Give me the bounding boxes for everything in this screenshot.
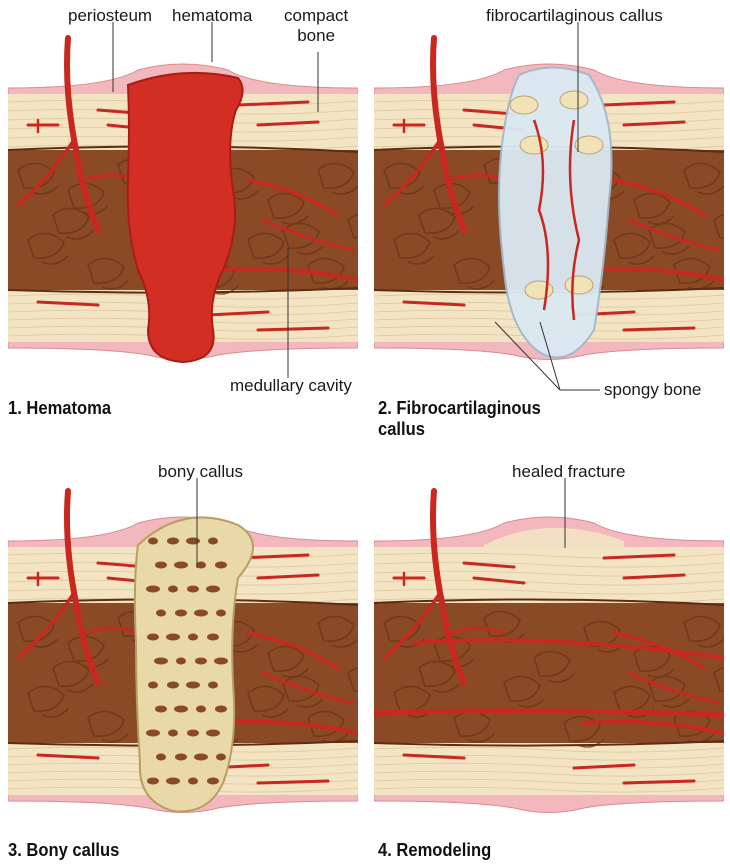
hematoma-label: hematoma bbox=[172, 6, 252, 26]
bony-callus-label: bony callus bbox=[158, 462, 243, 482]
bony-callus-stage-panel bbox=[8, 483, 358, 818]
remodeling-stage-panel bbox=[374, 483, 724, 818]
fibrocartilaginous-callus-stage-panel bbox=[374, 30, 724, 365]
fibrocartilaginous-callus-label: fibrocartilaginous callus bbox=[486, 6, 663, 26]
caption-bony-callus: 3. Bony callus bbox=[8, 840, 119, 861]
caption-hematoma: 1. Hematoma bbox=[8, 398, 111, 419]
compact-bone-bottom bbox=[374, 741, 724, 795]
hematoma-stage-panel bbox=[8, 30, 358, 365]
medullary-cavity-label: medullary cavity bbox=[230, 376, 352, 396]
spongy-bone-label: spongy bone bbox=[604, 380, 701, 400]
healed-fracture-label: healed fracture bbox=[512, 462, 625, 482]
bone-shaft bbox=[374, 517, 724, 813]
periosteum-label: periosteum bbox=[68, 6, 152, 26]
compact-bone-label: compact bone bbox=[284, 6, 348, 46]
periosteum-bottom bbox=[374, 793, 724, 813]
caption-fibrocartilaginous-callus: 2. Fibrocartilaginous callus bbox=[378, 398, 541, 440]
medullary-cavity bbox=[374, 603, 724, 743]
caption-remodeling: 4. Remodeling bbox=[378, 840, 491, 861]
